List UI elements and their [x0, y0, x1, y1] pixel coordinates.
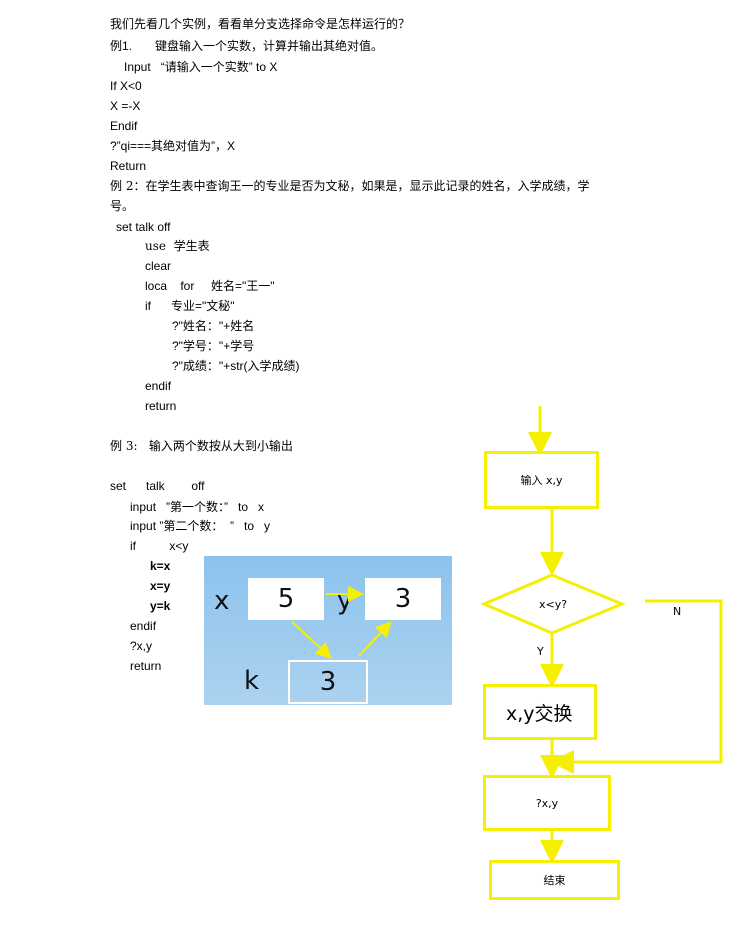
code-line: set talk off — [110, 479, 205, 493]
flow-arrow-no — [550, 599, 723, 774]
code-line: endif — [130, 619, 157, 633]
var-x-box: 5 — [248, 578, 324, 620]
code-line: x=y — [150, 579, 171, 593]
code-line: ?"成绩："+str(入学成绩) — [172, 359, 300, 373]
swap-arrows — [291, 586, 392, 659]
code-line: ?"学号："+学号 — [172, 339, 255, 353]
example1-title: 键盘输入一个实数，计算并输出其绝对值。 — [155, 39, 384, 53]
code-line: ?"姓名："+姓名 — [172, 319, 255, 333]
flow-no-label: N — [673, 605, 682, 618]
example1-number: 例1. — [110, 39, 133, 53]
code-line: clear — [145, 259, 172, 273]
code-line: X =-X — [110, 99, 141, 113]
var-x-label: x — [214, 586, 230, 616]
code-line: If X<0 — [110, 79, 142, 93]
code-line: use 学生表 — [145, 239, 210, 253]
example2-title-cont: 号。 — [110, 199, 135, 213]
code-line: return — [145, 399, 177, 413]
swap-illustration: x 5 y 3 k 3 — [204, 556, 452, 705]
code-line: return — [130, 659, 162, 673]
code-line: if x<y — [130, 539, 189, 553]
flow-swap-box: x,y交换 — [483, 684, 597, 740]
arrow-x-to-k — [291, 621, 332, 659]
arrow-k-to-y — [358, 621, 392, 657]
flow-input-box: 输入 x,y — [484, 451, 599, 509]
code-line: if 专业="文秘" — [145, 299, 235, 313]
code-line: k=x — [150, 559, 171, 573]
var-k-box: 3 — [288, 660, 368, 704]
code-line: Return — [110, 159, 147, 173]
code-line: endif — [145, 379, 172, 393]
code-line: loca for 姓名="王一" — [145, 279, 275, 293]
flow-end-box: 结束 — [489, 860, 620, 900]
example3-title: 例 3: 输入两个数按从大到小输出 — [110, 439, 293, 453]
example2-title: 例 2：在学生表中查询王一的专业是否为文秘，如果是，显示此记录的姓名，入学成绩，… — [110, 179, 590, 193]
code-line: input ”第二个数： ” to y — [130, 519, 271, 533]
flow-yes-label: Y — [537, 645, 544, 658]
flow-output-box: ?x,y — [483, 775, 611, 831]
code-line: ?x,y — [130, 639, 153, 653]
var-k-label: k — [244, 666, 260, 696]
code-line: Endif — [110, 119, 138, 133]
code-line: input ”第一个数：” to x — [130, 500, 265, 514]
flow-decision-label: x<y? — [539, 598, 568, 611]
var-y-box: 3 — [365, 578, 441, 620]
code-line: y=k — [150, 599, 171, 613]
code-line: Input “请输入一个实数” to X — [124, 60, 278, 74]
code-line: ?”qi===其绝对值为”，X — [110, 139, 236, 153]
intro-text: 我们先看几个实例，看看单分支选择命令是怎样运行的？ — [110, 17, 411, 31]
code-line: set talk off — [116, 220, 171, 234]
